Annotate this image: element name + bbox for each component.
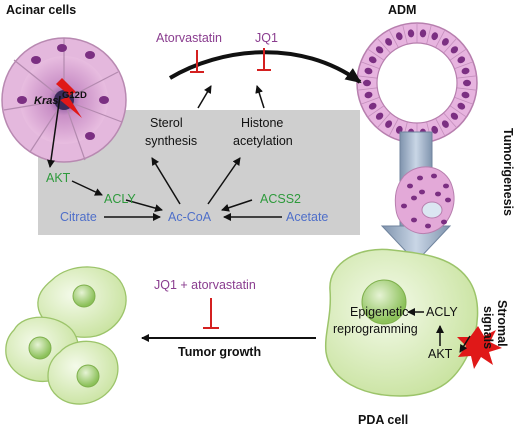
atorvastatin-inhibition bbox=[190, 50, 204, 73]
histone-acetylation-label-line1: Histone bbox=[241, 116, 283, 130]
sterol-synthesis-label-line2: synthesis bbox=[145, 134, 197, 148]
tumorigenesis-tissue bbox=[394, 166, 455, 234]
sterol-up-arrow bbox=[197, 85, 212, 109]
sterol-synthesis-label-line1: Sterol bbox=[150, 116, 183, 130]
citrate-label: Citrate bbox=[60, 210, 97, 224]
epigenetic-label-line2: reprogramming bbox=[333, 322, 418, 336]
pda-cell bbox=[324, 248, 502, 397]
combo-inhibition bbox=[203, 298, 219, 329]
histone-up-arrow bbox=[255, 85, 265, 109]
akt-label: AKT bbox=[46, 171, 71, 185]
tumor-growth-label: Tumor growth bbox=[178, 345, 261, 359]
pda-acly-label: ACLY bbox=[426, 305, 458, 319]
epigenetic-label-line1: Epigenetic bbox=[350, 305, 408, 319]
pda-akt-label: AKT bbox=[428, 347, 453, 361]
pda-nucleus bbox=[361, 279, 407, 325]
tumorigenesis-label: Tumorigenesis bbox=[501, 128, 515, 216]
adm-transition-arrow bbox=[168, 50, 362, 84]
stromal-to-akt-arrow bbox=[459, 335, 471, 353]
akt-to-acly-arrow bbox=[71, 180, 103, 196]
adm-label: ADM bbox=[388, 3, 416, 17]
accoa-to-sterol-arrow bbox=[151, 157, 181, 205]
acly-to-accoa-arrow bbox=[125, 199, 163, 212]
pda-cell-label: PDA cell bbox=[358, 413, 408, 427]
kras-mutation-label: G12D bbox=[62, 90, 87, 101]
acly-label: ACLY bbox=[104, 192, 136, 206]
cancer-cell-cluster bbox=[5, 266, 127, 405]
atorvastatin-label: Atorvastatin bbox=[156, 31, 222, 45]
acetate-label: Acetate bbox=[286, 210, 328, 224]
kras-to-akt-arrow bbox=[47, 95, 61, 168]
acinar-cells-label: Acinar cells bbox=[6, 3, 76, 17]
stromal-signals-label-line1: Stromal bbox=[495, 300, 509, 347]
kras-lightning-icon bbox=[56, 78, 82, 118]
jq1-atorvastatin-label: JQ1 + atorvastatin bbox=[154, 278, 256, 292]
jq1-label: JQ1 bbox=[255, 31, 278, 45]
acss2-to-accoa-arrow bbox=[221, 199, 253, 212]
jq1-inhibition bbox=[257, 48, 271, 71]
acinar-cell-cluster bbox=[1, 37, 127, 163]
stromal-signals-label-line2: signals bbox=[481, 306, 495, 349]
ac-coa-label: Ac-CoA bbox=[168, 210, 212, 224]
acss2-label: ACSS2 bbox=[260, 192, 301, 206]
histone-acetylation-label-line2: acetylation bbox=[233, 134, 293, 148]
adm-duct-ring bbox=[356, 22, 478, 144]
accoa-to-histone-arrow bbox=[207, 157, 241, 205]
kras-label: Kras bbox=[34, 95, 58, 107]
stromal-signal-starburst-icon bbox=[457, 326, 502, 369]
